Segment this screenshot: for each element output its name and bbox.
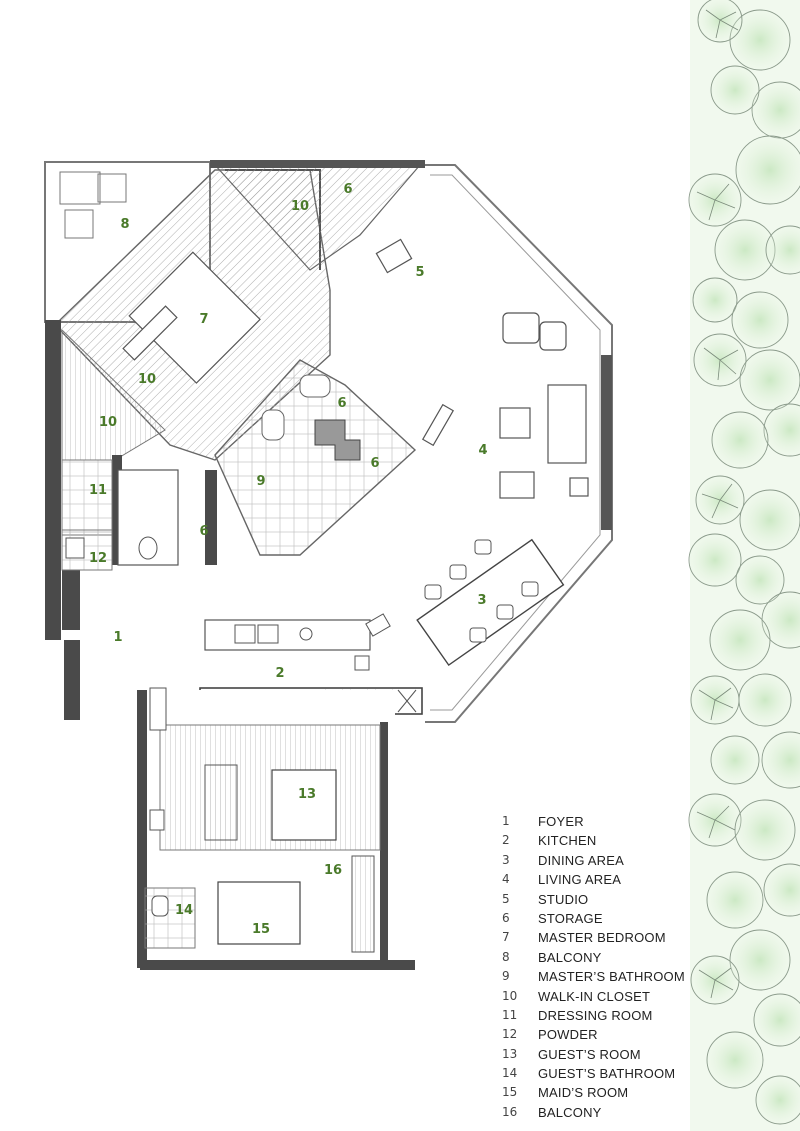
legend-number: 16: [502, 1104, 518, 1119]
marker-13: 13: [298, 787, 316, 802]
legend-item: 7 MASTER BEDROOM: [502, 928, 742, 947]
legend-number: 12: [502, 1027, 518, 1042]
legend-label: GUEST’S ROOM: [538, 1046, 641, 1062]
legend-item: 5 STUDIO: [502, 890, 742, 909]
legend-label: KITCHEN: [538, 833, 597, 849]
legend-item: 1 FOYER: [502, 812, 742, 831]
legend-number: 8: [502, 949, 510, 964]
marker-5: 5: [415, 265, 424, 280]
legend-label: MASTER BEDROOM: [538, 930, 666, 946]
closet-top: [210, 160, 425, 271]
legend-number: 14: [502, 1066, 518, 1081]
marker-9: 9: [256, 474, 265, 489]
marker-16: 16: [324, 863, 342, 878]
marker-2: 2: [275, 666, 284, 681]
marker-6c: 6: [370, 456, 379, 471]
legend-number: 3: [502, 852, 510, 867]
legend-item: 15 MAID’S ROOM: [502, 1083, 742, 1102]
marker-14: 14: [175, 903, 193, 918]
marker-8: 8: [120, 217, 129, 232]
legend-label: FOYER: [538, 814, 584, 829]
legend-number: 13: [502, 1046, 518, 1061]
legend-number: 1: [502, 814, 510, 828]
marker-7: 7: [199, 312, 208, 327]
living-furniture: [375, 238, 589, 499]
legend-item: 13 GUEST’S ROOM: [502, 1045, 742, 1064]
marker-4: 4: [478, 443, 487, 458]
guest-wing: [137, 687, 415, 970]
legend-label: DINING AREA: [538, 852, 624, 868]
legend-item: 6 STORAGE: [502, 909, 742, 928]
marker-10b: 10: [138, 372, 156, 387]
legend-label: BALCONY: [538, 1104, 602, 1120]
legend-label: WALK-IN CLOSET: [538, 988, 651, 1004]
dining-set: [416, 538, 565, 667]
legend-label: POWDER: [538, 1027, 598, 1043]
marker-6a: 6: [343, 182, 352, 197]
marker-15: 15: [252, 922, 270, 937]
marker-10a: 10: [291, 199, 309, 214]
legend-item: 11 DRESSING ROOM: [502, 1006, 742, 1025]
legend-label: LIVING AREA: [538, 872, 622, 888]
legend-number: 5: [502, 891, 510, 906]
room-legend: 1 FOYER 2 KITCHEN 3 DINING AREA 4 LIVING ARE…: [502, 812, 742, 1122]
left-walls: [45, 320, 217, 720]
legend-label: MAID’S ROOM: [538, 1085, 629, 1101]
marker-6b: 6: [337, 396, 346, 411]
legend-number: 11: [502, 1007, 518, 1022]
legend-item: 10 WALK-IN CLOSET: [502, 987, 742, 1006]
dressing-powder: [61, 459, 179, 571]
landscape-trees: [688, 0, 800, 1131]
legend-number: 15: [502, 1085, 518, 1100]
legend-item: 14 GUEST’S BATHROOM: [502, 1064, 742, 1083]
legend-label: MASTER’S BATHROOM: [538, 969, 685, 985]
legend-label: GUEST’S BATHROOM: [538, 1066, 676, 1082]
legend-number: 10: [502, 988, 518, 1003]
marker-6d: 6: [199, 524, 208, 539]
legend-number: 6: [502, 910, 510, 925]
legend-label: STUDIO: [538, 891, 589, 907]
room-markers: 1 2 3 4 5 6 6 6 6 7 8 9 10 10 10 11 12 1…: [89, 182, 488, 937]
master-suite: [59, 169, 331, 461]
legend-item: 4 LIVING AREA: [502, 870, 742, 889]
legend-label: DRESSING ROOM: [538, 1007, 653, 1023]
marker-3: 3: [477, 593, 486, 608]
marker-11: 11: [89, 483, 107, 498]
legend-item: 12 POWDER: [502, 1025, 742, 1044]
legend-label: BALCONY: [538, 949, 602, 965]
legend-item: 9 MASTER’S BATHROOM: [502, 967, 742, 986]
marker-10c: 10: [99, 415, 117, 430]
legend-label: STORAGE: [538, 910, 603, 926]
legend-item: 8 BALCONY: [502, 948, 742, 967]
legend-item: 2 KITCHEN: [502, 831, 742, 850]
legend-number: 2: [502, 833, 510, 848]
master-bath: [214, 359, 417, 556]
legend-number: 4: [502, 872, 510, 887]
marker-12: 12: [89, 551, 107, 566]
legend-item: 16 BALCONY: [502, 1103, 742, 1122]
legend-number: 7: [502, 930, 510, 945]
legend-item: 3 DINING AREA: [502, 851, 742, 870]
marker-1: 1: [113, 630, 122, 645]
legend-number: 9: [502, 969, 510, 984]
